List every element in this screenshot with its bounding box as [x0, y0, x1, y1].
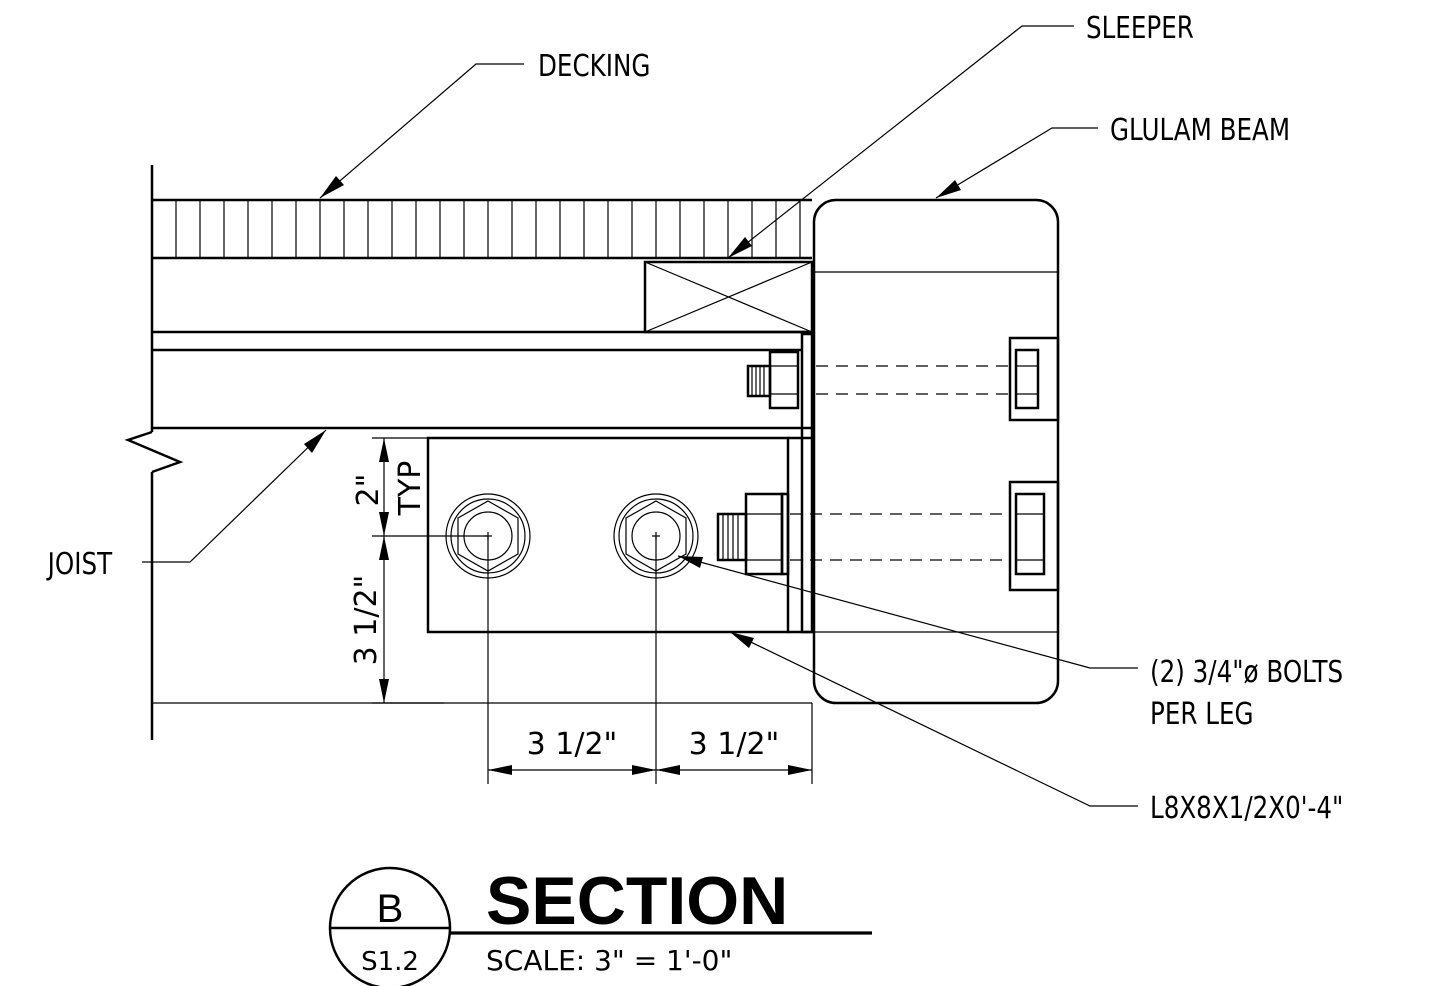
decking-ribs — [175, 200, 801, 258]
sheet-number: S1.2 — [361, 947, 419, 977]
lower-through-bolt — [716, 480, 1060, 592]
joist — [152, 330, 812, 704]
sleeper — [643, 260, 814, 334]
section-title: SECTION — [486, 863, 788, 939]
leader-bolts — [677, 555, 1138, 669]
steel-angle — [426, 332, 814, 634]
label-sleeper: SLEEPER — [1086, 12, 1194, 46]
glulam-beam — [812, 198, 1060, 705]
dim-vertical-bottom: 3 1/2" — [349, 575, 384, 666]
dim-vertical-typ: TYP — [393, 461, 428, 517]
scale-text: SCALE: 3" = 1'-0" — [486, 944, 732, 977]
label-glulam-beam: GLULAM BEAM — [1110, 114, 1290, 148]
label-bolts-line1: (2) 3/4"ø BOLTS — [1150, 656, 1343, 690]
break-line — [124, 165, 184, 740]
title-block: B S1.2 SECTION SCALE: 3" = 1'-0" — [328, 863, 872, 986]
decking — [152, 198, 812, 260]
label-angle: L8X8X1/2X0'-4" — [1150, 792, 1343, 826]
dim-horizontal-left: 3 1/2" — [527, 727, 618, 762]
upper-through-bolt — [746, 336, 1060, 422]
detail-letter: B — [377, 887, 404, 931]
dim-vertical-top: 2" — [351, 474, 386, 507]
leader-joist — [142, 429, 327, 563]
dim-horizontal-right: 3 1/2" — [689, 727, 780, 762]
label-bolts-line2: PER LEG — [1150, 698, 1254, 732]
vertical-dimension: 2" TYP 3 1/2" — [349, 437, 488, 704]
leader-glulam — [935, 127, 1098, 199]
leader-angle — [729, 631, 1138, 807]
leader-decking — [319, 63, 524, 199]
label-decking: DECKING — [538, 50, 650, 84]
label-joist: JOIST — [46, 548, 113, 582]
horizontal-dimension: 3 1/2" 3 1/2" — [487, 536, 813, 784]
leader-sleeper — [727, 25, 1074, 259]
